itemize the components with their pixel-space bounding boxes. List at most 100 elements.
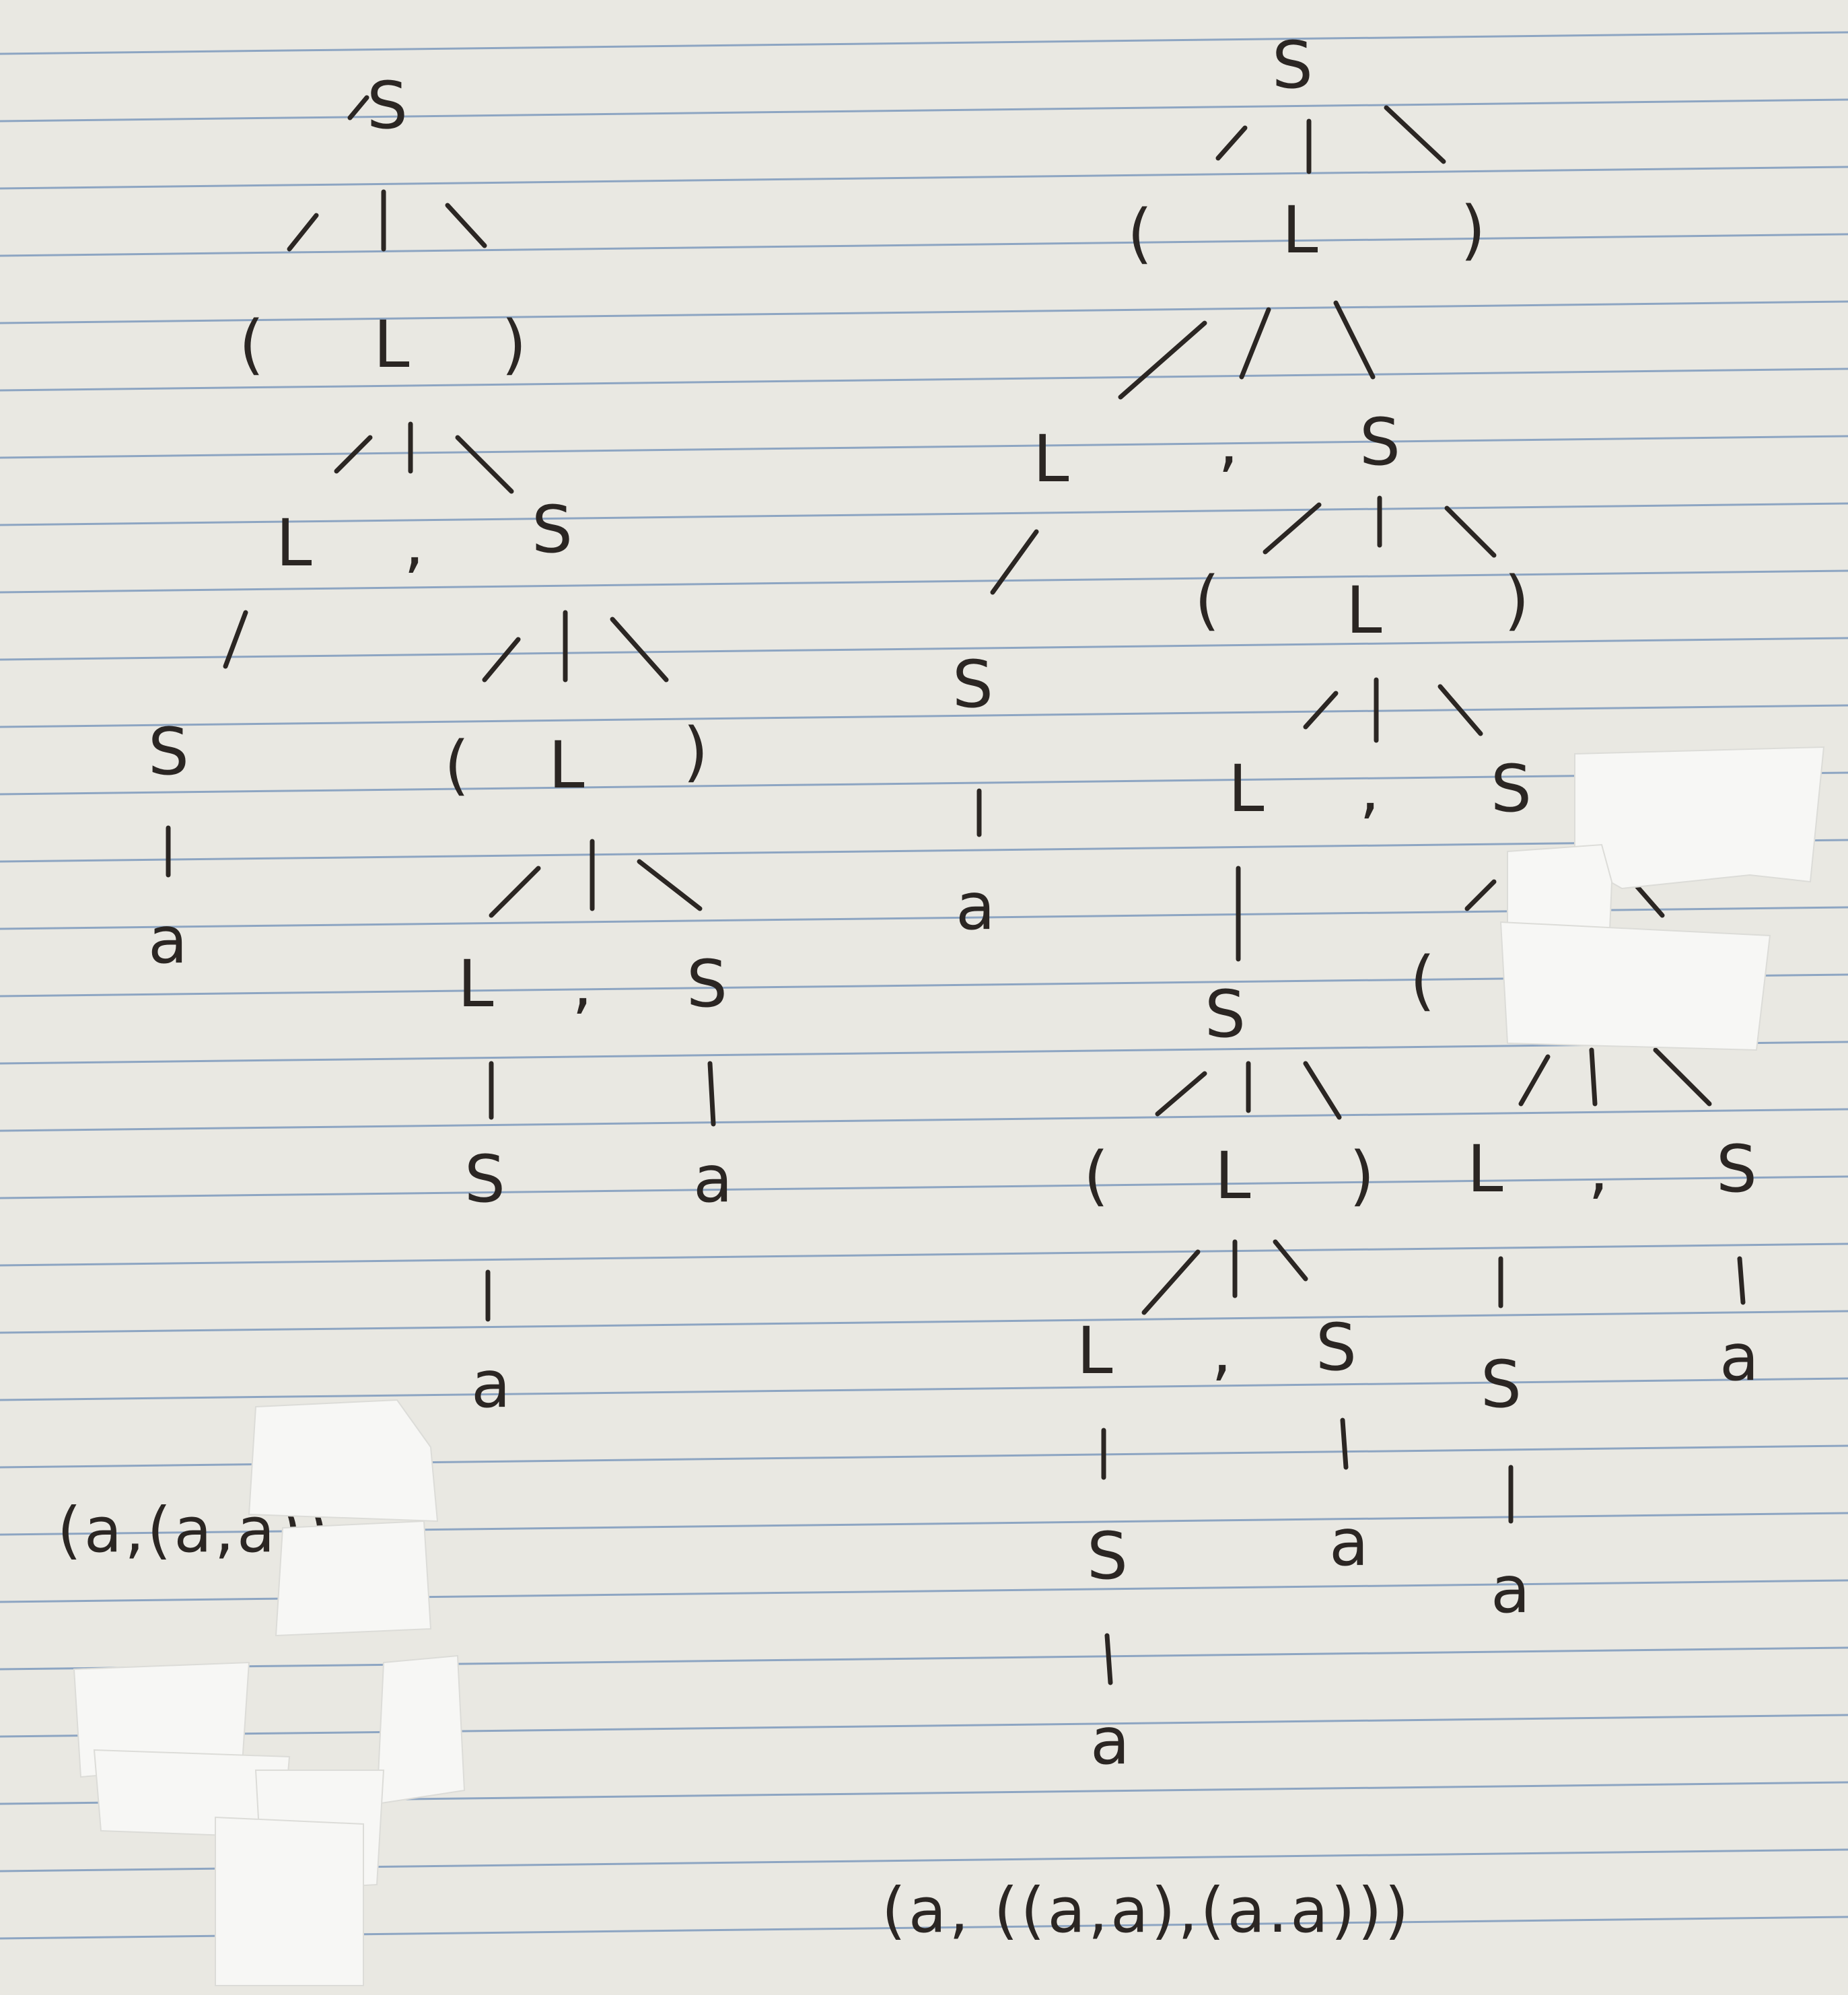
tape-patch xyxy=(376,1654,466,1805)
tape-patch xyxy=(1499,921,1771,1051)
right-node-L-8: L xyxy=(1467,1131,1503,1207)
right-leaf-a-4: a xyxy=(1090,1704,1130,1779)
edge xyxy=(1104,1633,1113,1685)
edge xyxy=(1589,1047,1598,1107)
edge xyxy=(1303,1061,1342,1120)
right-node-rparen-2: ) xyxy=(1504,563,1529,638)
ruled-line xyxy=(0,300,1848,324)
tape-patch xyxy=(215,1816,364,1986)
right-node-L-3: L xyxy=(1346,573,1382,648)
edge xyxy=(1437,684,1483,736)
tape-patch xyxy=(1574,746,1825,890)
edge xyxy=(1384,105,1446,164)
edge xyxy=(287,213,319,252)
right-leaf-a: a xyxy=(956,869,995,944)
ruled-lines xyxy=(0,31,1848,1940)
right-node-S-9: S xyxy=(1481,1347,1522,1422)
right-node-L-4: L xyxy=(1228,751,1264,827)
edge xyxy=(1215,125,1248,161)
left-leaf-a-3: a xyxy=(471,1347,511,1422)
right-node-S-3: S xyxy=(952,647,993,722)
left-node-S-3: S xyxy=(148,714,189,790)
ruled-line xyxy=(0,233,1848,257)
ruled-line xyxy=(0,637,1848,661)
edge xyxy=(1155,1071,1207,1117)
right-node-L-5: L xyxy=(1215,1138,1250,1214)
ruled-line xyxy=(0,771,1848,796)
edge xyxy=(489,866,541,918)
edge xyxy=(223,610,248,669)
edge xyxy=(334,435,373,474)
left-node-S-5: S xyxy=(464,1142,505,1217)
right-node-comma: , xyxy=(1218,405,1239,480)
ruled-line xyxy=(0,1377,1848,1401)
edge xyxy=(637,859,703,911)
right-node-S-5: S xyxy=(1205,977,1246,1052)
left-leaf-a-2: a xyxy=(693,1142,733,1217)
tape-patch xyxy=(248,1399,439,1523)
right-node-lparen-3: ( xyxy=(1083,1138,1108,1214)
ruled-line xyxy=(0,502,1848,526)
edge xyxy=(1333,300,1376,380)
left-node-rparen-2: ) xyxy=(683,714,708,790)
right-leaf-a-2: a xyxy=(1329,1505,1369,1580)
edge xyxy=(482,637,521,682)
left-node-rparen: ) xyxy=(501,307,526,382)
right-node-rparen-3: ) xyxy=(1349,1138,1374,1214)
edge xyxy=(610,617,669,682)
ruled-line xyxy=(0,569,1848,594)
right-node-comma-4: , xyxy=(1588,1131,1609,1207)
right-node-S-7: S xyxy=(1716,1131,1757,1207)
left-node-L-3: L xyxy=(548,728,584,803)
right-node-lparen: ( xyxy=(1127,196,1152,271)
left-node-L: L xyxy=(374,307,409,382)
ruled-line xyxy=(0,704,1848,728)
ruled-line xyxy=(0,1108,1848,1132)
edge xyxy=(1118,320,1207,400)
edge xyxy=(1464,879,1497,911)
ruled-line xyxy=(0,839,1848,863)
right-node-lparen-2: ( xyxy=(1195,563,1219,638)
left-leaf-a: a xyxy=(148,903,188,978)
left-node-comma: , xyxy=(404,505,425,581)
left-node-L-2: L xyxy=(276,505,312,581)
right-node-lparen-4: ( xyxy=(1410,943,1435,1018)
right-leaf-a-3: a xyxy=(1719,1320,1759,1395)
edge xyxy=(1273,1239,1308,1282)
ruled-line xyxy=(0,1242,1848,1267)
edge xyxy=(1239,307,1271,380)
ruled-line xyxy=(0,1175,1848,1199)
tape-patch xyxy=(275,1520,432,1637)
left-node-lparen-2: ( xyxy=(444,728,469,803)
left-parse-tree: S ( L ) L , S S a ( L ) L , S S a a (a,(… xyxy=(57,68,733,1566)
right-node-L: L xyxy=(1282,193,1318,268)
left-node-L-4: L xyxy=(458,946,493,1022)
right-node-S-4: S xyxy=(1491,751,1532,827)
right-node-S-6: S xyxy=(1316,1310,1357,1385)
edge xyxy=(1141,1249,1201,1315)
edge xyxy=(1444,505,1497,558)
right-node-comma-2: , xyxy=(1359,751,1380,827)
ruled-line xyxy=(0,1714,1848,1738)
edge xyxy=(1263,502,1322,555)
edge xyxy=(1737,1256,1746,1305)
edge xyxy=(1653,1047,1712,1107)
edge xyxy=(455,435,514,494)
right-node-L-7: L xyxy=(1077,1313,1112,1389)
ruled-line xyxy=(0,1310,1848,1334)
ruled-line xyxy=(0,368,1848,392)
right-node-L-2: L xyxy=(1033,421,1069,497)
edge xyxy=(1303,691,1339,730)
right-node-S-8: S xyxy=(1087,1518,1128,1594)
left-node-S-2: S xyxy=(532,492,573,567)
ruled-line xyxy=(0,1041,1848,1065)
edge xyxy=(990,529,1039,595)
left-node-comma-2: , xyxy=(572,946,593,1022)
ruled-line xyxy=(0,31,1848,55)
ruled-line xyxy=(0,1646,1848,1671)
left-node-lparen: ( xyxy=(239,307,264,382)
ruled-line xyxy=(0,166,1848,190)
left-node-S-4: S xyxy=(686,946,727,1022)
right-node-S-2: S xyxy=(1359,405,1400,480)
